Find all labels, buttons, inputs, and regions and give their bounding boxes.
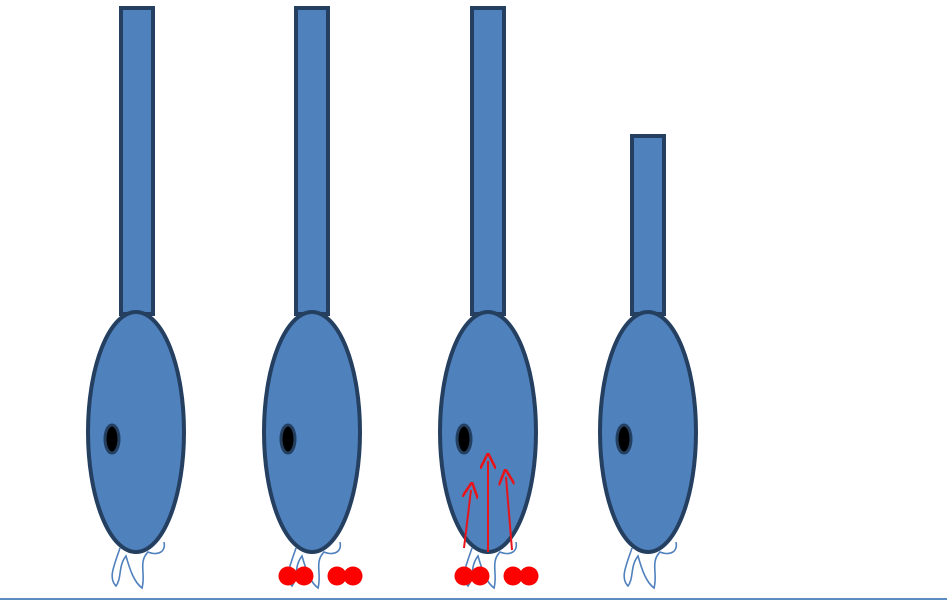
particle [471,567,490,586]
particle [295,567,314,586]
flagellum-tail [121,8,153,314]
cell-4 [600,136,696,588]
nucleus [281,425,295,453]
flagellum-tail [472,8,504,314]
flagellum-tail [632,136,664,314]
particle [520,567,539,586]
nucleus [457,425,471,453]
cell-2 [264,8,363,588]
cell-3 [440,8,539,588]
flagellum-tail [296,8,328,314]
nucleus [617,425,631,453]
particle [344,567,363,586]
cell-body [88,312,184,552]
cell-1 [88,8,184,588]
cell-body [264,312,360,552]
nucleus [105,425,119,453]
cell-body [600,312,696,552]
